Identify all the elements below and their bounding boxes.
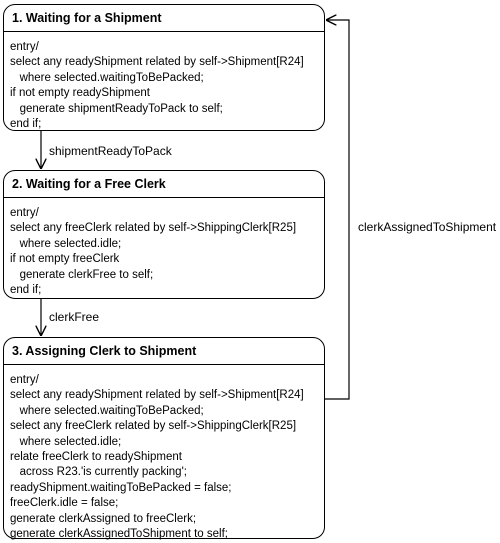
state-title: 1. Waiting for a Shipment <box>4 5 324 32</box>
code-line: entry/ <box>10 41 39 53</box>
state-entry-action: entry/ select any readyShipment related … <box>4 365 324 542</box>
code-line: readyShipment.waitingToBePacked = false; <box>10 481 232 494</box>
code-line: freeClerk.idle = false; <box>10 497 119 510</box>
state-waiting-for-free-clerk: 2. Waiting for a Free Clerk entry/ selec… <box>3 170 325 299</box>
state-entry-action: entry/ select any freeClerk related by s… <box>4 198 324 298</box>
code-line: where selected.idle; <box>10 237 122 250</box>
code-line: generate clerkFree to self; <box>10 268 154 281</box>
code-line: select any freeClerk related by self->Sh… <box>10 420 297 433</box>
transition-label-clerk-free: clerkFree <box>49 310 100 324</box>
transition-label-clerk-assigned-to-shipment: clerkAssignedToShipment <box>358 220 497 234</box>
code-line: if not empty freeClerk <box>10 253 120 266</box>
code-line: select any readyShipment related by self… <box>10 56 304 69</box>
code-line: generate clerkAssigned to freeClerk; <box>10 512 197 525</box>
code-line: across R23.'is currently packing'; <box>10 466 187 479</box>
code-line: if not empty readyShipment <box>10 87 150 100</box>
code-line: entry/ <box>10 374 39 386</box>
state-assigning-clerk-to-shipment: 3. Assigning Clerk to Shipment entry/ se… <box>3 337 325 542</box>
code-line: end if; <box>10 118 42 131</box>
state-entry-action: entry/ select any readyShipment related … <box>4 32 324 132</box>
state-title: 2. Waiting for a Free Clerk <box>4 171 324 198</box>
code-line: generate shipmentReadyToPack to self; <box>10 102 223 115</box>
state-title: 3. Assigning Clerk to Shipment <box>4 338 324 365</box>
code-line: where selected.waitingToBePacked; <box>10 404 204 417</box>
transition-line-3-to-1 <box>325 20 350 400</box>
code-line: relate freeClerk to readyShipment <box>10 451 182 464</box>
code-line: generate clerkAssignedToShipment to self… <box>10 528 228 541</box>
code-line: where selected.waitingToBePacked; <box>10 71 204 84</box>
code-line: entry/ <box>10 207 39 219</box>
code-line: end if; <box>10 284 42 297</box>
code-line: select any readyShipment related by self… <box>10 389 304 402</box>
code-line: select any freeClerk related by self->Sh… <box>10 222 297 235</box>
transition-label-shipment-ready-to-pack: shipmentReadyToPack <box>49 144 172 158</box>
code-line: where selected.idle; <box>10 435 122 448</box>
state-waiting-for-shipment: 1. Waiting for a Shipment entry/ select … <box>3 4 325 131</box>
